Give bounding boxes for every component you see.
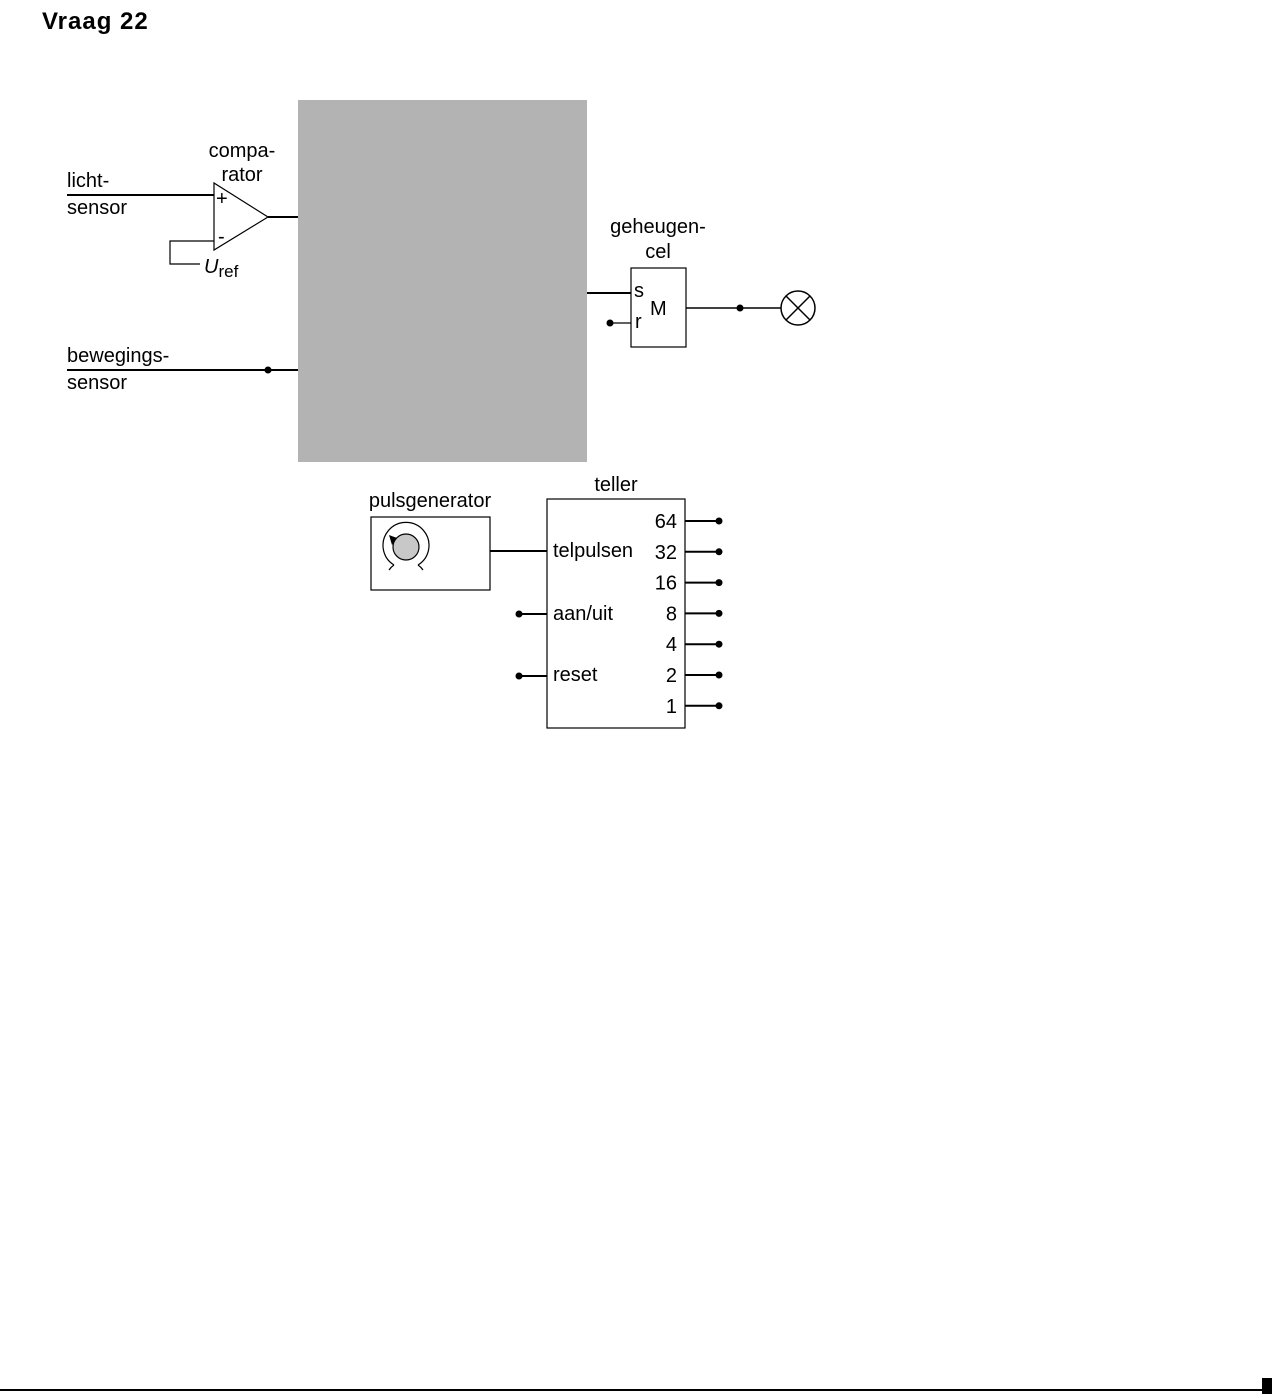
pulse-generator-box [370,516,491,591]
memory-cell-label-1: geheugen- [610,216,706,238]
memory-output-node[interactable] [736,304,744,312]
counter-output-node[interactable] [715,671,723,679]
counter-input-reset: reset [553,664,598,686]
counter-label: teller [594,474,638,496]
comparator-label-2: rator [221,164,262,186]
counter-output-label: 2 [666,665,677,687]
counter-output-label: 64 [655,511,677,533]
memory-cell-label-2: cel [645,241,671,263]
counter-reset-node[interactable] [515,672,523,680]
memory-reset-node[interactable] [606,319,614,327]
hidden-processing-area[interactable] [298,100,587,462]
counter-onoff-node[interactable] [515,610,523,618]
motion-sensor-label-2: sensor [67,372,127,394]
memory-cell-m: M [650,298,667,320]
light-sensor-label-1: licht- [67,170,109,192]
counter-output-node[interactable] [715,609,723,617]
motion-sensor-label-1: bewegings- [67,345,169,367]
counter-output-label: 16 [655,573,677,595]
counter-output-node[interactable] [715,548,723,556]
lamp-icon [780,290,816,326]
motion-sensor-node[interactable] [264,366,272,374]
memory-cell-s: s [634,280,644,302]
counter-output-label: 8 [666,603,677,625]
comparator-symbol [213,181,270,252]
corner-mark [1262,1378,1272,1394]
counter-output-label: 1 [666,696,677,718]
pulse-generator-label: pulsgenerator [369,490,492,512]
uref-label: Uref [204,256,239,281]
comparator-label-1: compa- [209,140,276,162]
dial-knob-icon[interactable] [382,521,430,571]
memory-cell-r: r [635,311,642,333]
counter-output-label: 4 [666,634,677,656]
counter-output-node[interactable] [715,517,723,525]
counter-output-node[interactable] [715,640,723,648]
page-title: Vraag 22 [42,8,149,35]
counter-input-telpulsen: telpulsen [553,540,633,562]
comparator-plus: + [216,188,228,210]
bottom-rule [0,1389,1262,1391]
light-sensor-label-2: sensor [67,197,127,219]
uref-wire [169,240,214,265]
counter-output-node[interactable] [715,702,723,710]
counter-input-aan-uit: aan/uit [553,603,613,625]
counter-box [546,498,686,729]
counter-outputs: 64 32 16 8 4 2 1 [655,511,723,718]
counter-output-label: 32 [655,542,677,564]
counter-output-node[interactable] [715,579,723,587]
comparator-minus: - [218,226,225,248]
